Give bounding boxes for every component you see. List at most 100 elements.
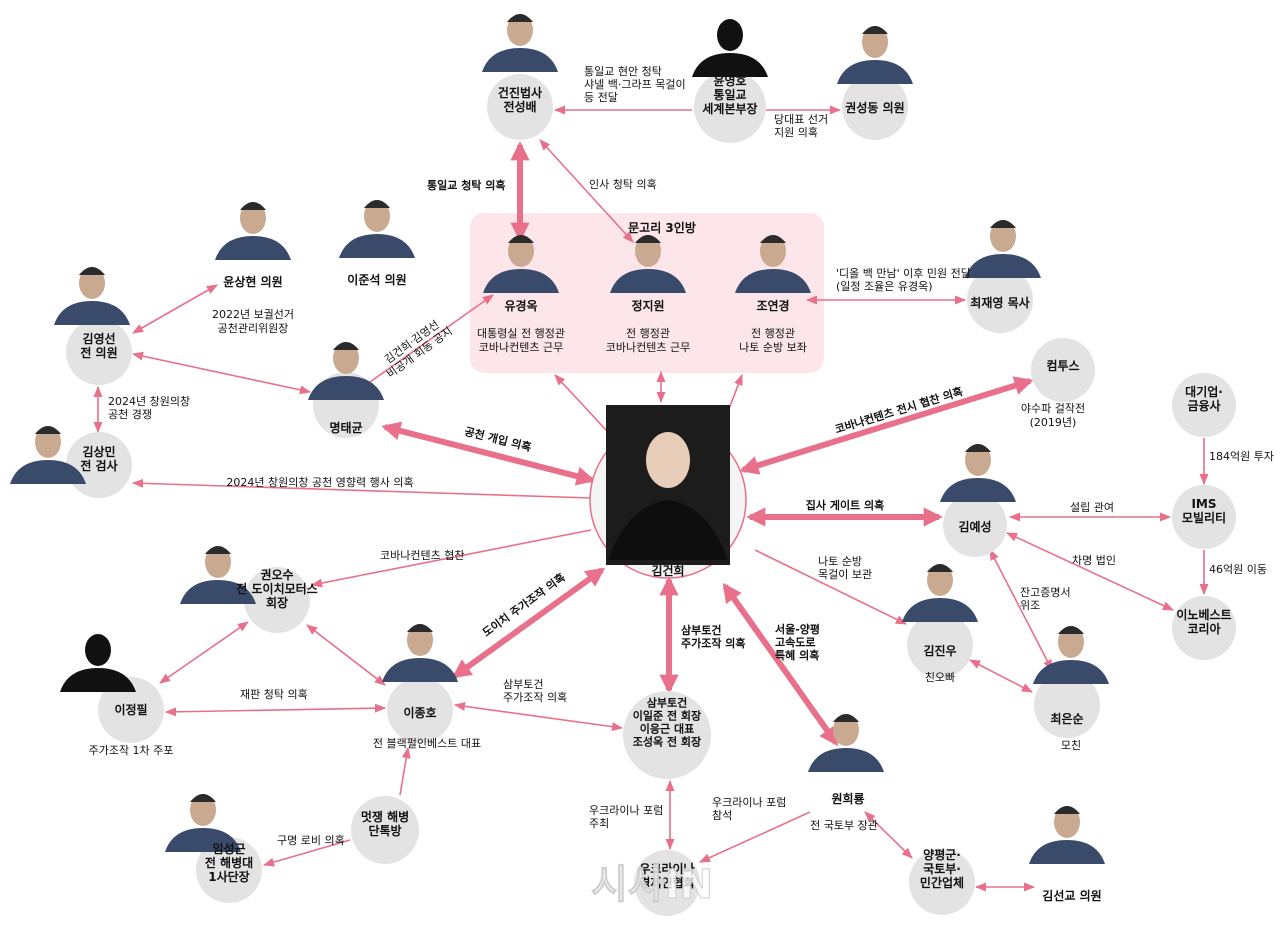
hair-icon (240, 202, 266, 210)
node-name-line: 최재영 목사 (970, 295, 1029, 310)
link-kim_ys-myung (131, 351, 312, 395)
node-name-line: 전 해병대 (205, 855, 253, 870)
node-name: 컴투스 (1046, 359, 1079, 373)
edge-label-line: 참석 (712, 809, 732, 822)
node-name: 김건희 (651, 563, 684, 578)
hair-icon (760, 235, 786, 243)
node-name-line: 삼부토건 (647, 696, 687, 710)
person-body-icon (1029, 840, 1105, 864)
node-kim_gh[interactable]: 김건희 (589, 405, 747, 579)
hair-icon (190, 794, 216, 802)
person-body-icon (837, 60, 913, 84)
node-name-line: 모빌리티 (1182, 510, 1226, 525)
node-kwon_sd[interactable]: 권성동 의원 (837, 26, 913, 140)
edge-label-e6: 김건희·김영선비공개 회동 공지 (377, 314, 455, 381)
edge-e16 (310, 529, 592, 588)
edge-label-line: 인사 청탁 의혹 (589, 177, 657, 191)
link-kim_ys-yun_sh (132, 284, 218, 334)
node-name: 유경옥 (504, 298, 537, 313)
edge-e18 (989, 549, 1053, 671)
node-kim_ys2[interactable]: 김예성 (940, 444, 1016, 557)
node-subtitle-line: 전 행정관 (626, 327, 670, 340)
link-kwon_os-lee_jh (306, 624, 386, 686)
node-name-line: 임성근 (212, 842, 245, 856)
person-body-icon (215, 236, 291, 260)
node-big[interactable]: 대기업·금융사 (1172, 373, 1236, 437)
node-name: 김예성 (958, 519, 991, 534)
node-circle (943, 493, 1007, 557)
edge-label-line: 우크라이나 포럼 (712, 796, 786, 809)
node-myung[interactable]: 명태균 (308, 342, 384, 438)
person-body-icon (808, 748, 884, 772)
edge-label-line: 2024년 창원의창 (108, 395, 190, 408)
node-name: 대기업·금융사 (1185, 384, 1223, 413)
hair-icon (927, 564, 953, 572)
person-body-icon (483, 269, 559, 293)
node-name-line: 회장 (266, 595, 288, 610)
edge-label-e15: 46억원 이동 (1209, 563, 1267, 576)
node-subtitle-line: 코바나컨텐츠 근무 (479, 341, 563, 354)
edge-e19 (451, 567, 606, 679)
node-name-line: 이응근 대표 (640, 722, 694, 736)
group-title: 문고리 3인방 (628, 220, 696, 235)
node-name-line: 세계본부장 (702, 101, 757, 116)
edge-label-line: 샤넬 백·그라프 목걸이 (584, 78, 686, 91)
node-name-line: 이정필 (114, 702, 147, 717)
node-lee_js[interactable]: 이준석 의원 (339, 200, 415, 287)
hair-icon (1054, 806, 1080, 814)
edge-e23 (453, 701, 624, 732)
node-kim_sk[interactable]: 김선교 의원 (1029, 806, 1105, 903)
edge-label-line: 코바나컨텐츠 협찬 (380, 548, 464, 562)
node-subtitle: 전 국토부 장관 (810, 819, 878, 832)
person-body-icon (610, 269, 686, 293)
person-body-icon (1033, 660, 1109, 684)
watermark: 시사IN (591, 862, 713, 908)
hair-icon (1058, 626, 1084, 634)
edge-label-line: 2024년 창원의창 공천 영향력 행사 의혹 (226, 475, 413, 489)
node-subtitle: 친오빠 (925, 671, 955, 684)
hair-icon (635, 235, 661, 243)
edge-label-e16: 코바나컨텐츠 협찬 (380, 548, 464, 562)
node-choi_jy[interactable]: 최재영 목사 (965, 220, 1041, 333)
person-body-icon (902, 598, 978, 622)
person-body-icon (165, 828, 241, 852)
link-kwon_os-lee_jp (159, 621, 249, 684)
person-head-icon (85, 634, 111, 666)
node-subtitle-line: 야수파 걸작전 (1021, 402, 1085, 415)
edge-label-line: 주가조작 의혹 (503, 690, 567, 704)
node-yangpyeong[interactable]: 양평군·국토부·민간업체 (909, 847, 975, 915)
node-subtitle-line: 대통령실 전 행정관 (477, 327, 565, 340)
hair-icon (507, 14, 533, 22)
node-subtitle-line: 전 국토부 장관 (810, 819, 878, 832)
node-circle (1172, 373, 1236, 437)
edge-label-e4: 인사 청탁 의혹 (589, 177, 657, 191)
